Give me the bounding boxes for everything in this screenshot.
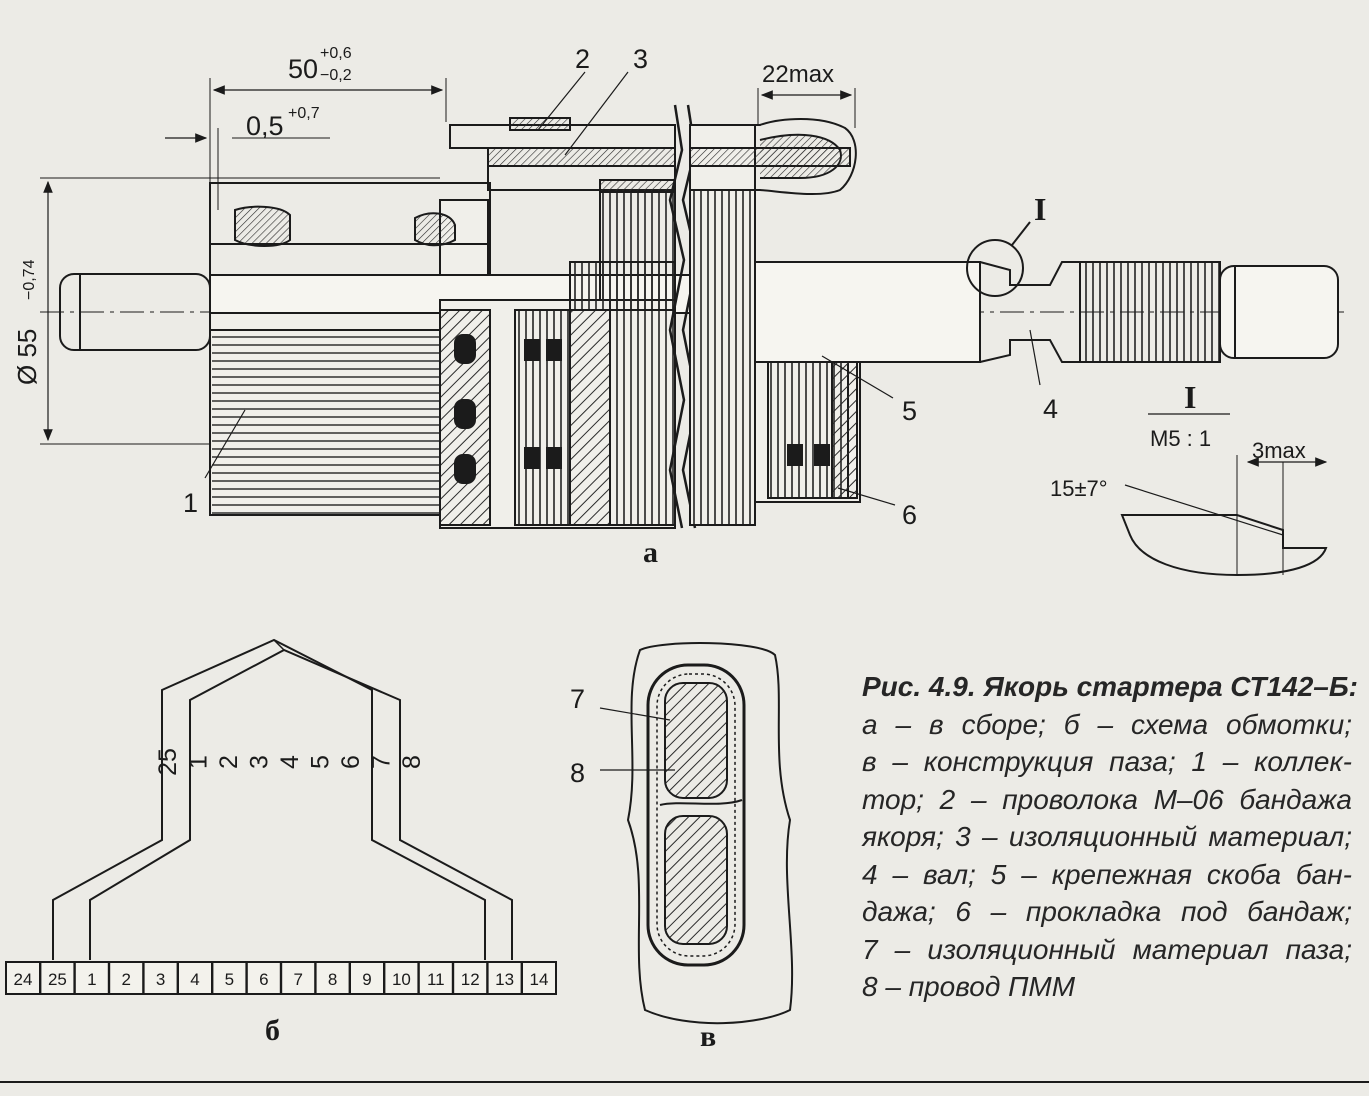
commutator-segment-label: 8 [328, 970, 337, 989]
figure-caption: Рис. 4.9. Якорь стартера СТ142–Б: а – в … [862, 668, 1359, 1006]
commutator-segment-label: 11 [427, 970, 445, 989]
detail-3max: 3max [1252, 438, 1306, 463]
winding-lead-label: 8 [398, 755, 426, 769]
dim-d55-label: Ø 55 [12, 329, 42, 385]
caption-line: тор; 2 – проволока М–06 бандажа [862, 783, 1352, 815]
winding-lead-label: 7 [368, 755, 396, 769]
caption-line: 7 – изоляционный материал паза; [862, 933, 1352, 965]
winding-lead-label: 3 [246, 755, 274, 769]
subfigure-label-a: а [643, 536, 658, 569]
commutator-segment-label: 4 [190, 970, 199, 989]
dim-22max-label: 22max [762, 61, 834, 88]
commutator-segment-box [39, 961, 76, 995]
winding-scheme [52, 638, 513, 960]
dim-0-5 [165, 128, 330, 210]
dim-50 [209, 78, 447, 275]
callout-2: 2 [575, 44, 590, 74]
commutator-segment-label: 10 [392, 970, 411, 989]
caption-line: а – в сборе; б – схема обмотки; [862, 708, 1352, 740]
commutator-segment-box [245, 961, 282, 995]
commutator-segment-label: 7 [293, 970, 302, 989]
commutator-segment-box [108, 961, 145, 995]
callout-3: 3 [633, 44, 648, 74]
armature-assembly-view [40, 71, 1350, 577]
shaft [754, 261, 1339, 363]
dim-22max [757, 88, 856, 128]
commutator-segment-box [349, 961, 385, 995]
callout-1: 1 [183, 488, 198, 518]
caption-line: в – конструкция паза; 1 – коллек- [862, 746, 1352, 777]
caption-line: дажа; 6 – прокладка под бандаж; [862, 896, 1352, 927]
callout-4: 4 [1043, 394, 1058, 424]
commutator-segment-label: 12 [461, 970, 480, 989]
dim-50-upper: +0,6 [320, 45, 352, 62]
detail-angle: 15±7° [1050, 476, 1108, 501]
commutator-segment-label: 24 [14, 970, 33, 989]
callout-5: 5 [902, 396, 917, 426]
commutator-segment-label: 5 [225, 970, 234, 989]
dim-50-label: 50 [288, 54, 318, 84]
commutator-segment-box [314, 961, 351, 995]
dim-05-upper: +0,7 [288, 105, 320, 122]
winding-lead-label: 2 [215, 755, 243, 769]
subfigure-label-b: б [265, 1014, 280, 1047]
winding-lead-label: 5 [307, 755, 335, 769]
dim-05-label: 0,5 [246, 111, 284, 141]
caption-line: якоря; 3 – изоляционный материал; [862, 821, 1352, 852]
caption-line: 4 – вал; 5 – крепежная скоба бан- [862, 858, 1352, 890]
callout-6: 6 [902, 500, 917, 530]
slot-construction [599, 642, 794, 1025]
winding-lead-label: 4 [276, 755, 304, 769]
subfigure-label-v: в [700, 1020, 716, 1053]
winding-lead-label: 25 [154, 748, 182, 776]
commutator-segment-box [177, 961, 213, 995]
callout-8: 8 [570, 758, 585, 788]
commutator-segment-label: 9 [362, 970, 371, 989]
commutator-segment-label: 1 [87, 970, 96, 989]
dim-50-lower: −0,2 [320, 67, 352, 84]
commutator-segment-label: 6 [259, 970, 268, 989]
winding-lead-label: 6 [337, 755, 365, 769]
detail-I-circle [966, 239, 1024, 297]
commutator-segment-box [211, 961, 248, 995]
dim-diameter-55 [40, 177, 440, 445]
detail-I [1120, 413, 1328, 577]
view-I-marker: I [1034, 191, 1046, 227]
bandage-wire [449, 117, 676, 193]
callout-7: 7 [570, 684, 585, 714]
caption-title: Рис. 4.9. Якорь стартера СТ142–Б: [862, 671, 1359, 702]
commutator-segment-box [521, 961, 557, 995]
armature-core [439, 189, 676, 529]
commutator-segment-label: 2 [121, 970, 130, 989]
detail-I-title: I [1184, 379, 1196, 415]
commutator-segment-label: 14 [530, 970, 549, 989]
winding-lead-label: 1 [185, 755, 213, 769]
commutator-segment-label: 13 [495, 970, 514, 989]
detail-scale: M5 : 1 [1150, 426, 1211, 451]
commutator-segment-box [417, 961, 454, 995]
commutator-segment-label: 3 [156, 970, 165, 989]
dim-d55-tol: −0,74 [21, 259, 38, 300]
commutator-segment-label: 25 [48, 970, 67, 989]
caption-line: 8 – провод ПММ [862, 971, 1076, 1002]
